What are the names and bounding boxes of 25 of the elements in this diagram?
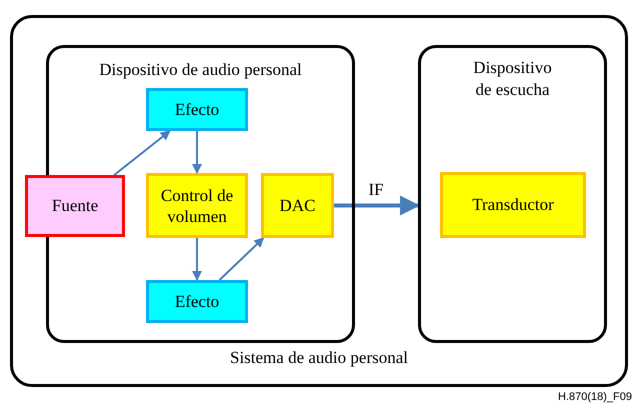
- frame-title: Dispositivo de audio personal: [98, 59, 303, 81]
- arrow: [192, 131, 202, 174]
- box-label: DAC: [280, 194, 316, 217]
- box-label: Fuente: [52, 195, 98, 218]
- box-label: Efecto: [174, 290, 220, 313]
- box-label: Control de volumen: [160, 184, 234, 226]
- edge-label: IF: [368, 180, 384, 200]
- arrow: [334, 196, 420, 216]
- effect-box: [146, 88, 248, 131]
- figure-id: H.870(18)_F09: [558, 391, 632, 404]
- device-frame: [418, 45, 607, 343]
- frame-title: Sistema de audio personal: [229, 346, 409, 369]
- box-label: Efecto: [174, 98, 220, 121]
- source-box: [25, 175, 125, 237]
- frame-title: Dispositivo de escucha: [472, 57, 553, 101]
- box-label: Transductor: [472, 194, 554, 216]
- arrow: [192, 238, 202, 281]
- arrow: [114, 130, 171, 176]
- system-frame: [10, 15, 628, 387]
- volume-control-box: [146, 173, 248, 238]
- transducer-box: [440, 172, 586, 238]
- arrow: [218, 237, 264, 281]
- device-frame: [46, 45, 355, 343]
- dac-box: [261, 173, 334, 238]
- effect-box: [146, 280, 248, 323]
